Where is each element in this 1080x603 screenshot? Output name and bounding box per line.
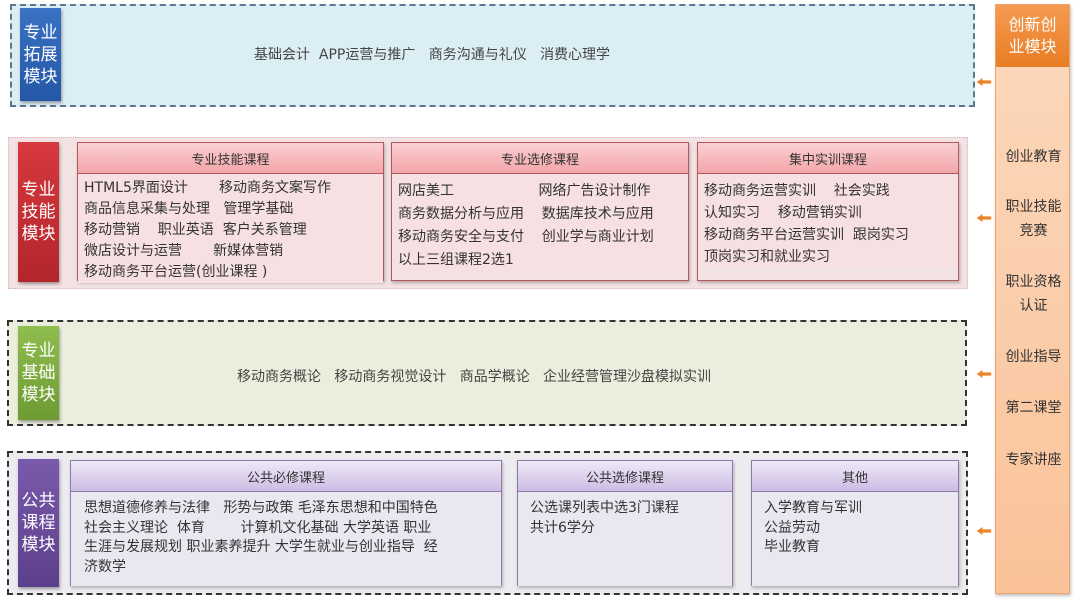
expand-courses: 基础会计 APP运营与推广 商务沟通与礼仪 消费心理学 bbox=[254, 47, 611, 63]
card-title: 专业技能课程 bbox=[78, 143, 383, 174]
course-line: 商务数据分析与应用 数据库技术与应用 bbox=[398, 206, 654, 222]
tag-line: 基础 bbox=[21, 363, 56, 383]
tag-line: 专业 bbox=[23, 22, 58, 43]
basic-module-tag: 专业基础模块 bbox=[18, 326, 59, 420]
course-line: 公益劳动 bbox=[764, 519, 820, 536]
course-line: 移动商务安全与支付 创业学与商业计划 bbox=[398, 229, 654, 245]
course-line: 济数学 bbox=[84, 558, 126, 575]
elective-courses-card: 专业选修课程 网店美工 网络广告设计制作 商务数据分析与应用 数据库技术与应用 … bbox=[391, 142, 689, 281]
basic-module bbox=[7, 320, 967, 426]
tag-line: 公共 bbox=[21, 491, 56, 511]
course-line: 社会主义理论 体育 计算机文化基础 大学英语 职业 bbox=[84, 519, 432, 536]
course-line: 以上三组课程2选1 bbox=[398, 252, 514, 268]
arrow-left-icon bbox=[976, 527, 992, 535]
tag-line: 专业 bbox=[21, 180, 56, 200]
other-card: 其他 入学教育与军训 公益劳动 毕业教育 bbox=[751, 460, 959, 586]
course-line: 入学教育与军训 bbox=[764, 500, 862, 516]
arrow-left-icon bbox=[976, 214, 992, 222]
skill-module-tag: 专业技能模块 bbox=[18, 142, 59, 282]
tag-line: 技能 bbox=[21, 202, 56, 222]
tag-line: 模块 bbox=[23, 66, 58, 87]
innovation-module-title: 创新创业模块 bbox=[996, 5, 1069, 67]
side-item-entrepreneurship-guide: 创业指导 bbox=[1005, 349, 1062, 365]
arrow-left-icon bbox=[976, 78, 992, 86]
title-line: 业模块 bbox=[1008, 37, 1057, 56]
expand-module-tag: 专业拓展模块 bbox=[20, 8, 61, 101]
practical-training-card: 集中实训课程 移动商务运营实训 社会实践 认知实习 移动营销实训 移动商务平台运… bbox=[697, 142, 959, 281]
course-line: 认知实习 移动营销实训 bbox=[704, 205, 862, 221]
tag-line: 模块 bbox=[21, 385, 56, 405]
side-item-entrepreneurship-edu: 创业教育 bbox=[1005, 149, 1062, 165]
expand-module bbox=[10, 4, 975, 107]
side-item-second-classroom: 第二课堂 bbox=[1005, 400, 1062, 416]
course-line: 毕业教育 bbox=[764, 539, 820, 555]
tag-line: 课程 bbox=[21, 513, 56, 533]
side-item-qualification: 职业资格认证 bbox=[1005, 274, 1062, 314]
skill-courses-card: 专业技能课程 HTML5界面设计 移动商务文案写作 商品信息采集与处理 管理学基… bbox=[77, 142, 384, 283]
tag-line: 专业 bbox=[21, 341, 56, 361]
card-title: 公共选修课程 bbox=[518, 461, 732, 492]
public-elective-card: 公共选修课程 公选课列表中选3门课程 共计6学分 bbox=[517, 460, 733, 586]
tag-line: 模块 bbox=[21, 535, 56, 555]
course-line: HTML5界面设计 移动商务文案写作 bbox=[84, 180, 332, 196]
course-line: 思想道德修养与法律 形势与政策 毛泽东思想和中国特色 bbox=[84, 500, 438, 516]
innovation-module: 创新创业模块 创业教育 职业技能竞赛 职业资格认证 创业指导 第二课堂 专家讲座 bbox=[995, 4, 1070, 594]
basic-courses: 移动商务概论 移动商务视觉设计 商品学概论 企业经营管理沙盘模拟实训 bbox=[237, 369, 712, 385]
tag-line: 模块 bbox=[21, 224, 56, 244]
side-item-skill-contest: 职业技能竞赛 bbox=[1005, 199, 1062, 239]
course-line: 移动商务平台运营实训 跟岗实习 bbox=[704, 227, 909, 243]
course-line: 移动营销 职业英语 客户关系管理 bbox=[84, 222, 307, 238]
title-line: 创新创 bbox=[1008, 15, 1057, 34]
card-title: 集中实训课程 bbox=[698, 143, 958, 174]
course-line: 移动商务平台运营(创业课程 ) bbox=[84, 264, 268, 280]
card-title: 专业选修课程 bbox=[392, 143, 688, 174]
course-line: 公选课列表中选3门课程 bbox=[530, 500, 679, 516]
public-required-card: 公共必修课程 思想道德修养与法律 形势与政策 毛泽东思想和中国特色 社会主义理论… bbox=[70, 460, 502, 586]
arrow-left-icon bbox=[976, 370, 992, 378]
course-line: 共计6学分 bbox=[530, 519, 595, 536]
course-line: 商品信息采集与处理 管理学基础 bbox=[84, 201, 294, 217]
course-line: 网店美工 网络广告设计制作 bbox=[398, 183, 651, 199]
card-title: 公共必修课程 bbox=[71, 461, 501, 492]
course-line: 移动商务运营实训 社会实践 bbox=[704, 183, 890, 199]
card-title: 其他 bbox=[752, 461, 958, 492]
course-line: 生涯与发展规划 职业素养提升 大学生就业与创业指导 经 bbox=[84, 539, 438, 555]
tag-line: 拓展 bbox=[23, 44, 58, 65]
side-item-expert-lecture: 专家讲座 bbox=[1005, 452, 1062, 468]
course-line: 顶岗实习和就业实习 bbox=[704, 249, 830, 265]
course-line: 微店设计与运营 新媒体营销 bbox=[84, 243, 284, 259]
public-module-tag: 公共课程模块 bbox=[18, 459, 59, 587]
